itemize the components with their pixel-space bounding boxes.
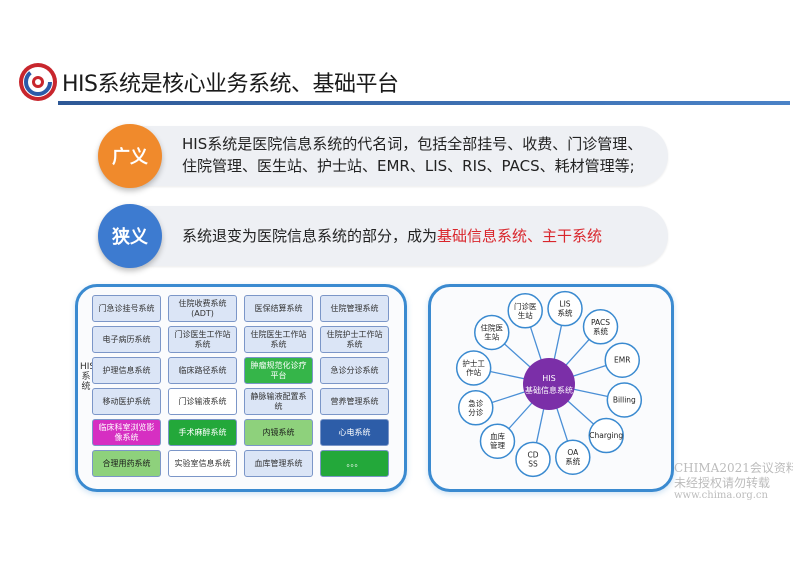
hub-node-label: 住院医生站 xyxy=(481,322,504,341)
hub-node-label: 护士工作站 xyxy=(462,358,485,377)
his-system-cell: 合理用药系统 xyxy=(92,450,161,477)
his-system-cell: 临床科室浏览影像系统 xyxy=(92,419,161,446)
his-system-cell: 住院护士工作站系统 xyxy=(320,326,389,353)
hub-node-circle xyxy=(474,314,510,351)
his-system-cell: 临床路径系统 xyxy=(168,357,237,384)
his-system-cell: 实验室信息系统 xyxy=(168,450,237,477)
hub-node-circle xyxy=(582,309,619,345)
watermark-line-2: 未经授权请勿转载 xyxy=(674,476,771,490)
his-system-cell: 电子病历系统 xyxy=(92,326,161,353)
narrow-definition-text: 系统退变为医院信息系统的部分，成为基础信息系统、主干系统 xyxy=(182,227,603,245)
hub-node-label: 门诊医生站 xyxy=(514,301,537,320)
hospital-logo-icon xyxy=(19,63,57,101)
his-vertical-label: HIS系统 xyxy=(80,362,96,392)
hub-node-label: EMR xyxy=(614,356,630,365)
hub-node-circle xyxy=(479,423,516,459)
hub-node-label: Charging xyxy=(589,431,623,440)
his-system-cell: 住院收费系统(ADT) xyxy=(168,295,237,322)
his-system-cell: 门诊输液系统 xyxy=(168,388,237,415)
his-system-cell: 。。。 xyxy=(320,450,389,477)
his-system-cell: 血库管理系统 xyxy=(244,450,313,477)
hub-center-sublabel: 基础信息系统 xyxy=(525,385,573,395)
his-system-cell: 移动医护系统 xyxy=(92,388,161,415)
watermark-line-3: www.chima.org.cn xyxy=(674,490,768,501)
hub-node-circle xyxy=(604,342,640,378)
hub-node-circle xyxy=(515,441,551,478)
title-divider xyxy=(58,101,790,105)
watermark-line-1: CHIMA2021会议资料 xyxy=(674,461,793,475)
his-system-cell: 内镜系统 xyxy=(244,419,313,446)
page-title: HIS系统是核心业务系统、基础平台 xyxy=(62,72,399,97)
hub-node-circle xyxy=(455,350,492,386)
his-system-cell: 门急诊挂号系统 xyxy=(92,295,161,322)
his-system-cell: 手术麻醉系统 xyxy=(168,419,237,446)
hub-center-circle xyxy=(523,358,575,410)
his-system-cell: 门诊医生工作站系统 xyxy=(168,326,237,353)
his-system-cell: 护理信息系统 xyxy=(92,357,161,384)
hub-node-circle xyxy=(547,290,583,327)
broad-definition-row xyxy=(98,126,668,186)
hub-node-label: 血库管理 xyxy=(490,431,505,450)
his-system-cell: 急诊分诊系统 xyxy=(320,357,389,384)
his-system-cell: 肿瘤规范化诊疗平台 xyxy=(244,357,313,384)
hub-node-circle xyxy=(507,293,543,329)
broad-definition-text: HIS系统是医院信息系统的代名词，包括全部挂号、收费、门诊管理、 住院管理、医生… xyxy=(182,135,643,175)
broad-definition-badge: 广义 xyxy=(98,124,162,188)
narrow-definition-row xyxy=(98,206,668,266)
hub-node-label: 急诊分诊 xyxy=(468,398,483,417)
his-system-cell: 住院医生工作站系统 xyxy=(244,326,313,353)
his-system-cell: 住院管理系统 xyxy=(320,295,389,322)
his-system-cell: 医保结算系统 xyxy=(244,295,313,322)
his-system-cell: 静脉输液配置系统 xyxy=(244,388,313,415)
hub-node-circle xyxy=(606,382,643,418)
hub-center-label: HIS xyxy=(542,374,555,383)
hub-node-circle xyxy=(555,439,591,475)
hub-node-circle xyxy=(588,417,624,454)
his-system-cell: 心电系统 xyxy=(320,419,389,446)
his-system-cell: 营养管理系统 xyxy=(320,388,389,415)
hub-node-circle xyxy=(458,390,494,426)
hub-node-label: Billing xyxy=(613,396,636,405)
narrow-definition-badge: 狭义 xyxy=(98,204,162,268)
